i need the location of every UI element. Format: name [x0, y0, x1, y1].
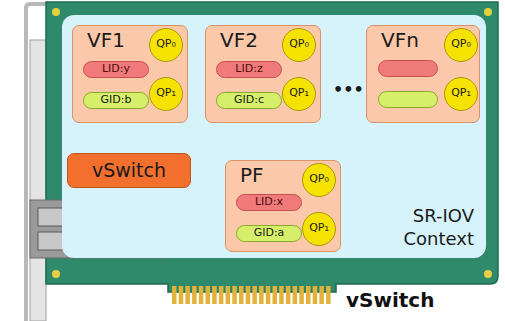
qp-circle: QP₀ [444, 28, 478, 62]
pill-label: GID:c [217, 93, 281, 107]
pill-label: LID:x [237, 195, 301, 209]
finger [199, 286, 204, 304]
finger [279, 286, 284, 304]
finger [286, 286, 291, 304]
qp-label: QP₀ [283, 37, 315, 50]
finger [192, 286, 197, 304]
finger [219, 286, 224, 304]
empty-gid-pill [378, 91, 438, 108]
qp-circle: QP₀ [302, 163, 336, 197]
pill-label: LID:y [84, 62, 148, 76]
vf-box: VF1LID:yGID:b QP₀ QP₁ [72, 25, 188, 123]
finger [212, 286, 217, 304]
finger [306, 286, 311, 304]
finger [232, 286, 237, 304]
pcb-board [46, 2, 498, 292]
finger [319, 286, 324, 304]
finger [246, 286, 251, 304]
box-title: VF1 [87, 28, 125, 52]
finger [172, 286, 177, 304]
vswitch-box: vSwitch [67, 153, 191, 188]
lid-pill: LID:z [216, 61, 282, 78]
bracket [26, 4, 48, 321]
finger [313, 286, 318, 304]
vf-box: VF2LID:zGID:c QP₀ QP₁ [205, 25, 321, 123]
qp-circle: QP₁ [282, 77, 316, 111]
qp-label: QP₁ [303, 221, 335, 234]
finger [179, 286, 184, 304]
pill-label: GID:a [237, 226, 301, 240]
gid-pill: GID:c [216, 92, 282, 109]
qp-label: QP₀ [150, 37, 182, 50]
region-label: SR-IOV Context [378, 204, 474, 250]
qp-circle: QP₀ [149, 28, 183, 62]
pf-box: PF LID:xGID:a QP₀ QP₁ [225, 160, 341, 252]
qp-label: QP₁ [150, 86, 182, 99]
box-title: VFn [381, 28, 419, 52]
qp-circle: QP₁ [302, 212, 336, 246]
finger [299, 286, 304, 304]
qp-label: QP₀ [445, 37, 477, 50]
finger [293, 286, 298, 304]
gold-fingers [172, 286, 331, 304]
gid-pill: GID:a [236, 225, 302, 242]
finger [266, 286, 271, 304]
finger [273, 286, 278, 304]
qp-circle: QP₁ [149, 77, 183, 111]
finger [239, 286, 244, 304]
qp-circle: QP₁ [444, 77, 478, 111]
finger [226, 286, 231, 304]
mount-hole [52, 270, 60, 278]
lid-pill: LID:y [83, 61, 149, 78]
ellipsis: ••• [333, 80, 364, 99]
box-title: VF2 [220, 28, 258, 52]
finger [259, 286, 264, 304]
box-title: PF [240, 163, 264, 187]
mount-hole [484, 8, 492, 16]
qp-label: QP₁ [283, 86, 315, 99]
finger [326, 286, 331, 304]
gid-pill: GID:b [83, 92, 149, 109]
mount-hole [484, 270, 492, 278]
box-title: vSwitch [68, 159, 190, 181]
pill-label: LID:z [217, 62, 281, 76]
mount-hole [52, 8, 60, 16]
empty-lid-pill [378, 60, 438, 77]
figure-label: vSwitch [346, 288, 434, 312]
sriov-region: SR-IOV ContextVF1LID:yGID:bQP₀QP₁VF2LID:… [62, 15, 486, 258]
qp-label: QP₁ [445, 86, 477, 99]
finger [252, 286, 257, 304]
qp-circle: QP₀ [282, 28, 316, 62]
pill-label: GID:b [84, 93, 148, 107]
lid-pill: LID:x [236, 194, 302, 211]
qp-label: QP₀ [303, 172, 335, 185]
finger [206, 286, 211, 304]
finger [185, 286, 190, 304]
bracket-plate [30, 40, 46, 321]
